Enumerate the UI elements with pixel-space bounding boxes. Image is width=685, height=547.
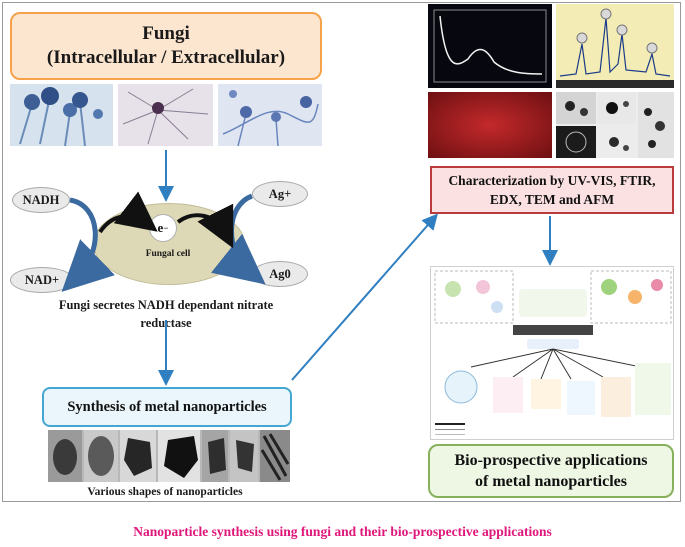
ftir-image (428, 92, 552, 158)
figure-caption: Nanoparticle synthesis using fungi and t… (133, 524, 552, 539)
ag-curve-arrow (210, 193, 266, 285)
characterization-line-1: Characterization by UV-VIS, FTIR, (448, 173, 656, 188)
edx-spectrum-image (556, 4, 674, 88)
fungi-micrograph-2 (118, 84, 213, 146)
applications-schematic-image (430, 266, 674, 440)
shapes-label: Various shapes of nanoparticles (87, 486, 243, 498)
arrow-to-characterization (291, 213, 438, 381)
ag-plus-label: Ag+ (252, 181, 308, 207)
uv-vis-spectrum-image (428, 4, 552, 88)
electron-charge: − (163, 223, 169, 233)
fungal-cell-label: Fungal cell (145, 249, 191, 259)
electron-label: e (157, 220, 164, 235)
fungi-title-box: Fungi (Intracellular / Extracellular) (10, 12, 322, 80)
bio-applications-box: Bio-prospective applications of metal na… (428, 444, 674, 498)
fungi-title: Fungi (142, 23, 190, 44)
electron-out-arrow (176, 203, 234, 249)
synthesis-box: Synthesis of metal nanoparticles (42, 387, 292, 427)
nadh-curve-arrow (61, 197, 115, 292)
synthesis-label: Synthesis of metal nanoparticles (67, 398, 267, 415)
electron-in-arrow (98, 191, 158, 234)
nitrate-reductase-line-1: Fungi secretes NADH dependant nitrate (58, 298, 274, 312)
characterization-box: Characterization by UV-VIS, FTIR, EDX, T… (430, 166, 674, 214)
characterization-line-2: EDX, TEM and AFM (489, 192, 615, 207)
bio-applications-line-1: Bio-prospective applications (454, 452, 648, 469)
fungi-micrograph-1 (10, 84, 113, 146)
fungi-micrograph-3 (218, 84, 322, 146)
figure-frame (2, 2, 681, 502)
bio-applications-line-2: of metal nanoparticles (475, 473, 627, 490)
nanoparticle-shapes-strip (48, 430, 290, 482)
nadh-label: NADH (12, 187, 70, 213)
fungi-subtitle: (Intracellular / Extracellular) (46, 47, 286, 68)
tem-images (556, 92, 674, 158)
